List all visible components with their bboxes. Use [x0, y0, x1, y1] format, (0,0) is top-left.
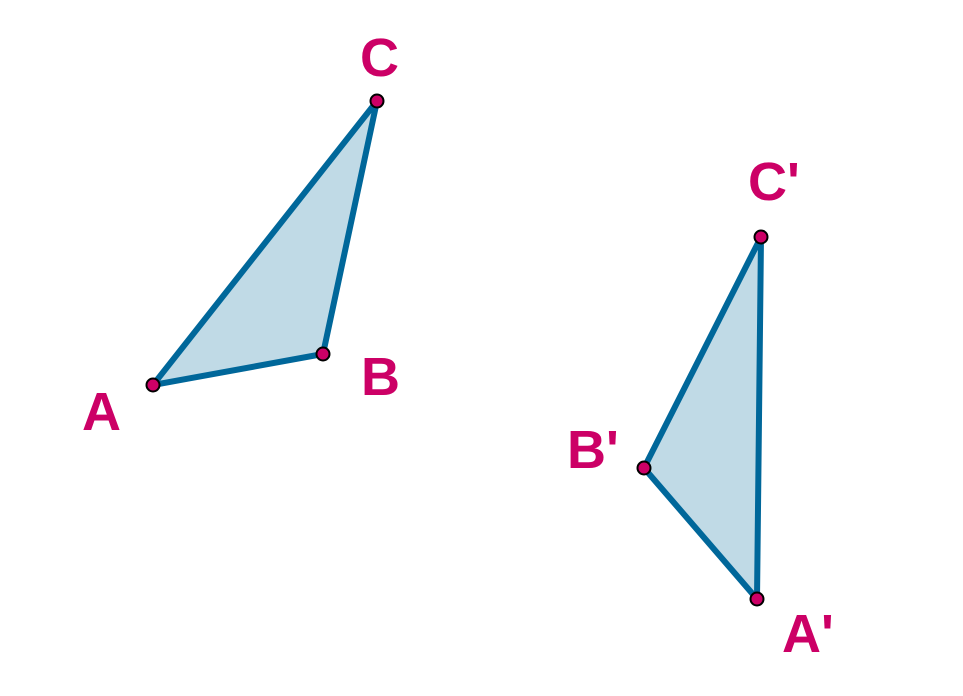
vertex-b-label: B	[361, 347, 400, 407]
triangle-abc: A B C	[82, 28, 400, 442]
triangle-a-prime-b-prime-c-prime: A' B' C'	[567, 152, 834, 664]
triangle-prime-shape	[641, 234, 764, 602]
vertex-c-prime-label: C'	[748, 152, 800, 212]
vertex-b-prime-point	[636, 460, 652, 476]
vertex-b-point	[315, 346, 331, 362]
vertex-b-prime-label: B'	[567, 420, 619, 480]
vertex-a-prime-label: A'	[782, 604, 834, 664]
vertex-a-label: A	[82, 382, 121, 442]
vertex-c-point	[369, 93, 385, 109]
triangle-abc-shape	[150, 98, 380, 388]
vertex-c-prime-point	[753, 229, 769, 245]
vertex-a-prime-point	[749, 591, 765, 607]
vertex-c-label: C	[360, 28, 399, 88]
vertex-a-point	[145, 377, 161, 393]
